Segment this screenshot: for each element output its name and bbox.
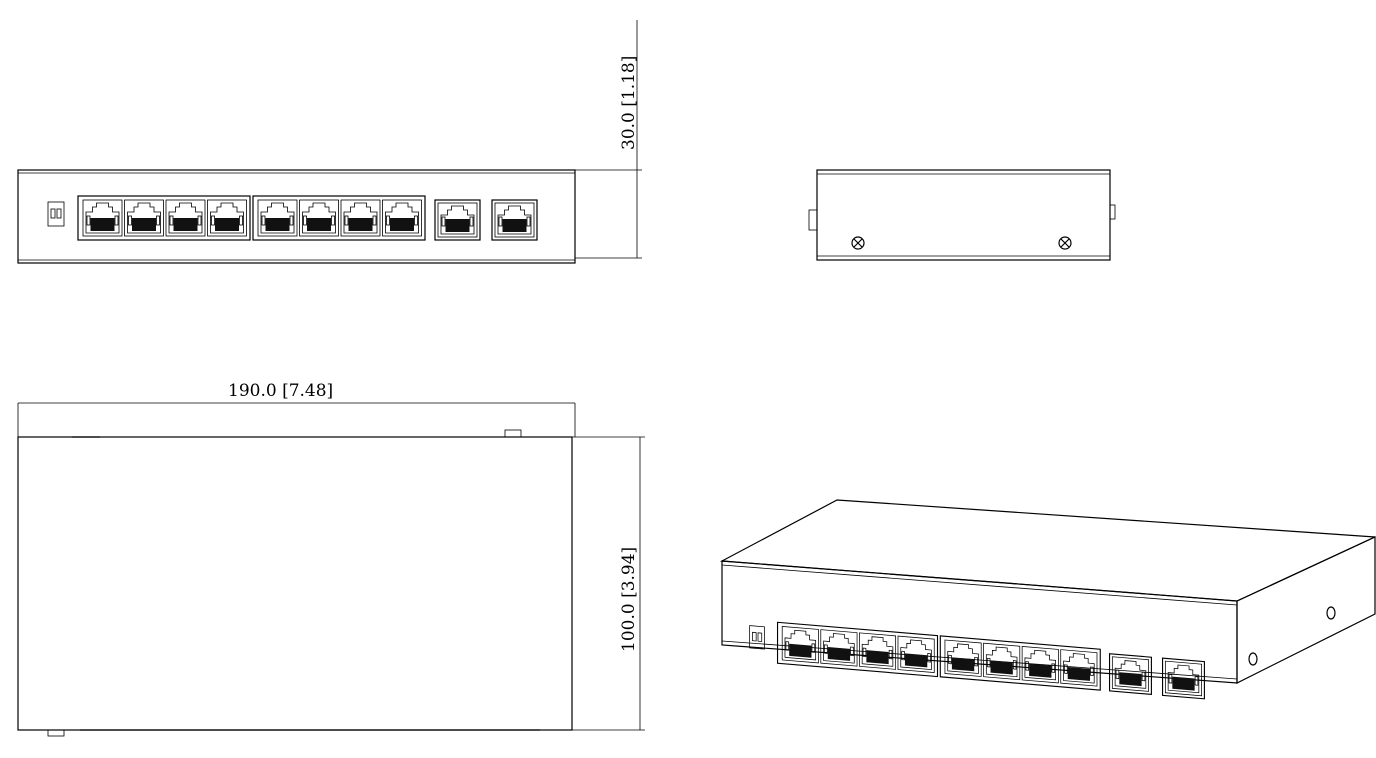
rj45-port (340, 199, 381, 237)
rj45-port (983, 642, 1021, 681)
screw-icon (851, 236, 865, 250)
rj45-port (944, 639, 982, 677)
rj45-port (124, 199, 164, 237)
top-view: 190.0 [7.48] 100.0 [3.94] (17, 381, 645, 737)
rj45-port (257, 199, 298, 237)
screw-icon (1058, 236, 1072, 250)
front-panel-outline (17, 169, 576, 264)
rj45-port (82, 199, 123, 237)
rj45-port (897, 635, 935, 673)
isometric-view (719, 499, 1376, 700)
port-block (776, 621, 939, 678)
rj45-port (859, 632, 897, 670)
iso-side-face (1236, 536, 1376, 684)
rj45-port (165, 199, 206, 237)
port-block (77, 195, 251, 241)
iso-port-group (749, 621, 1205, 700)
rj45-port (820, 629, 858, 667)
dip-switch-side (808, 209, 818, 231)
rj45-port (299, 199, 339, 237)
top-panel-outline (17, 436, 573, 731)
iso-front-face (721, 560, 1238, 684)
front-port-group (47, 195, 538, 241)
port-block (939, 635, 1101, 691)
front-view: 30.0 [1.18] (17, 20, 642, 264)
uplink-port (494, 202, 535, 238)
depth-dimension-label: 100.0 [3.94] (619, 547, 639, 652)
rj45-port (1060, 649, 1098, 687)
side-view (808, 169, 1116, 261)
rj45-port (781, 626, 819, 664)
rj45-port (1021, 646, 1059, 684)
uplink-port (1111, 656, 1149, 692)
dip-switch (749, 625, 765, 650)
screw-icon (1248, 652, 1258, 666)
width-dimension-label: 190.0 [7.48] (228, 381, 333, 401)
uplink-port (437, 202, 478, 238)
rj45-port (207, 199, 247, 237)
rj45-port (382, 199, 422, 237)
height-dimension-label: 30.0 [1.18] (619, 56, 639, 150)
uplink-port (1164, 660, 1202, 697)
screw-icon (1326, 606, 1336, 620)
dip-switch (47, 201, 65, 227)
port-block (252, 195, 426, 241)
